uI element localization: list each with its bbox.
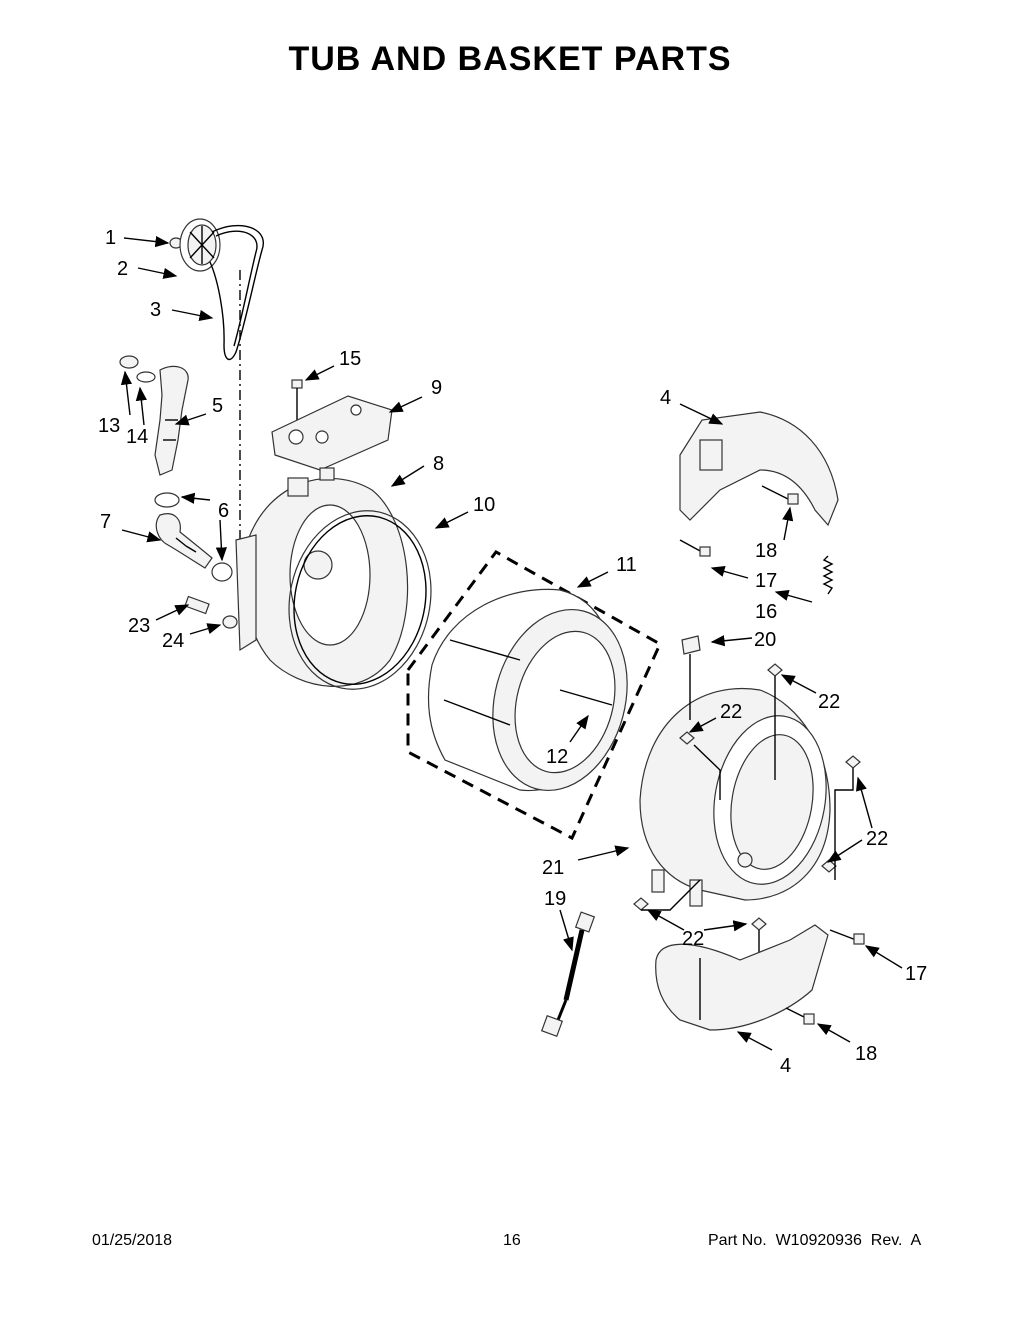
page-title: TUB AND BASKET PARTS [288,40,732,78]
tub-clip [681,635,701,655]
callout-14: 14 [126,426,148,448]
counterweight-screw-lower [829,929,865,945]
callout-arrows [120,236,903,1051]
temperature-sensor [184,595,210,615]
callout-6: 6 [218,500,229,522]
counterweight-bolt-upper [761,485,799,505]
callout-labels: 1 2 3 4 4 5 6 7 8 9 10 11 12 13 14 15 16… [98,227,927,1077]
callout-23: 23 [128,615,150,637]
footer-part-number: Part No. W10920936 Rev. A [708,1232,922,1249]
callout-10: 10 [473,494,495,516]
callout-3: 3 [150,299,161,321]
bracket-screw [291,379,303,420]
callout-22-a: 22 [818,691,840,713]
callout-9: 9 [431,377,442,399]
callout-13: 13 [98,415,120,437]
callout-5: 5 [212,395,223,417]
callout-16: 16 [755,601,777,623]
callout-17-upper: 17 [755,570,777,592]
callout-7: 7 [100,511,111,533]
tub-seal-ring [288,510,432,690]
callout-17-lower: 17 [905,963,927,985]
sensor-grommet [222,615,238,629]
tub-mount-bracket [633,663,861,931]
shock-absorber [540,911,596,1038]
callout-4-lower: 4 [780,1055,791,1077]
callout-18-upper: 18 [755,540,777,562]
callout-15: 15 [339,348,361,370]
tub-drain-hose [155,513,213,569]
wash-basket [427,588,628,792]
callout-21: 21 [542,857,564,879]
callout-19: 19 [544,888,566,910]
tub-spring [822,555,834,595]
callout-22-b: 22 [720,701,742,723]
callout-24: 24 [162,630,184,652]
tub-top-bracket [271,395,393,471]
callout-1: 1 [105,227,116,249]
counterweight-bolt-lower [785,1007,815,1025]
hose-clamp [154,492,233,582]
upper-counterweight [679,411,839,527]
hose-clamp-cap [119,355,139,369]
callout-8: 8 [433,453,444,475]
drive-belt [209,224,264,361]
callout-18-lower: 18 [855,1043,877,1065]
callout-11: 11 [616,554,637,576]
counterweight-screw-upper [679,539,711,557]
dispenser-hose [154,365,189,476]
callout-22-c: 22 [866,828,888,850]
hose-cap [136,371,156,383]
basket-outline [406,550,662,841]
lower-counterweight [655,924,829,1031]
callout-20: 20 [754,629,776,651]
callout-22-d: 22 [682,928,704,950]
callout-12: 12 [546,746,568,768]
callout-2: 2 [117,258,128,280]
footer-page-number: 16 [503,1232,521,1249]
callout-4-upper: 4 [660,387,671,409]
rear-tub [235,467,409,687]
footer-date: 01/25/2018 [92,1232,173,1249]
drive-pulley [179,218,221,272]
